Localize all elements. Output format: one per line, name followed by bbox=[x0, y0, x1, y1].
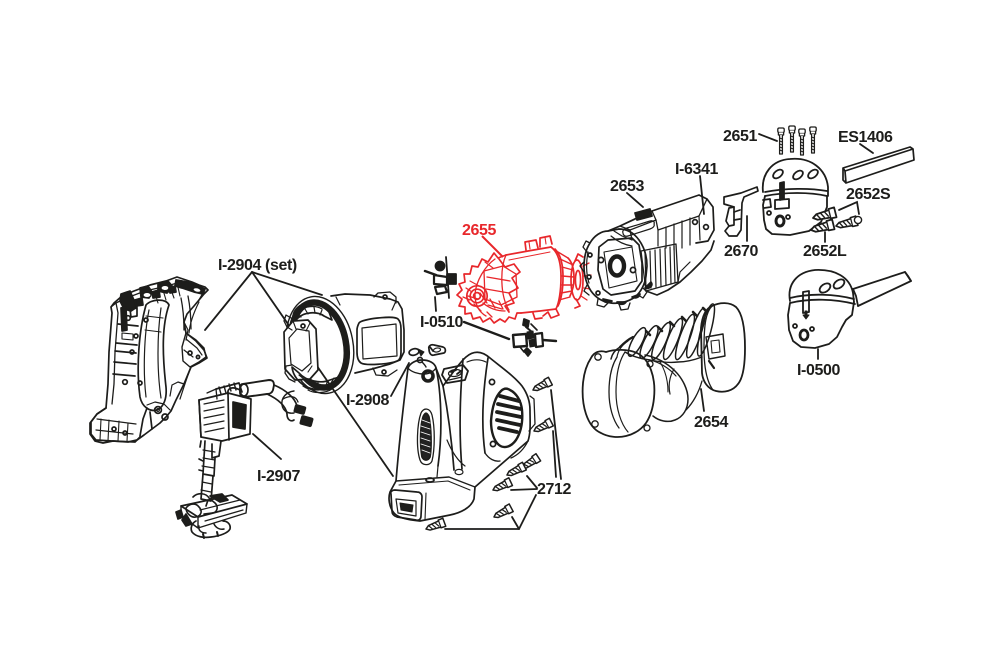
svg-text:I-0500: I-0500 bbox=[797, 362, 840, 379]
svg-text:2670: 2670 bbox=[724, 243, 758, 260]
svg-text:I-2904 (set): I-2904 (set) bbox=[218, 257, 297, 274]
svg-text:I-0510: I-0510 bbox=[420, 314, 463, 331]
svg-text:2651: 2651 bbox=[723, 128, 757, 145]
svg-text:2653: 2653 bbox=[610, 178, 644, 195]
svg-text:I-2908: I-2908 bbox=[346, 392, 389, 409]
svg-text:2655: 2655 bbox=[462, 222, 496, 239]
svg-text:2654: 2654 bbox=[694, 414, 728, 431]
svg-text:2712: 2712 bbox=[537, 481, 571, 498]
svg-text:2652L: 2652L bbox=[803, 243, 847, 260]
svg-text:I-2907: I-2907 bbox=[257, 468, 300, 485]
svg-text:I-6341: I-6341 bbox=[675, 161, 718, 178]
svg-text:ES1406: ES1406 bbox=[838, 129, 893, 146]
svg-text:2652S: 2652S bbox=[846, 186, 891, 203]
